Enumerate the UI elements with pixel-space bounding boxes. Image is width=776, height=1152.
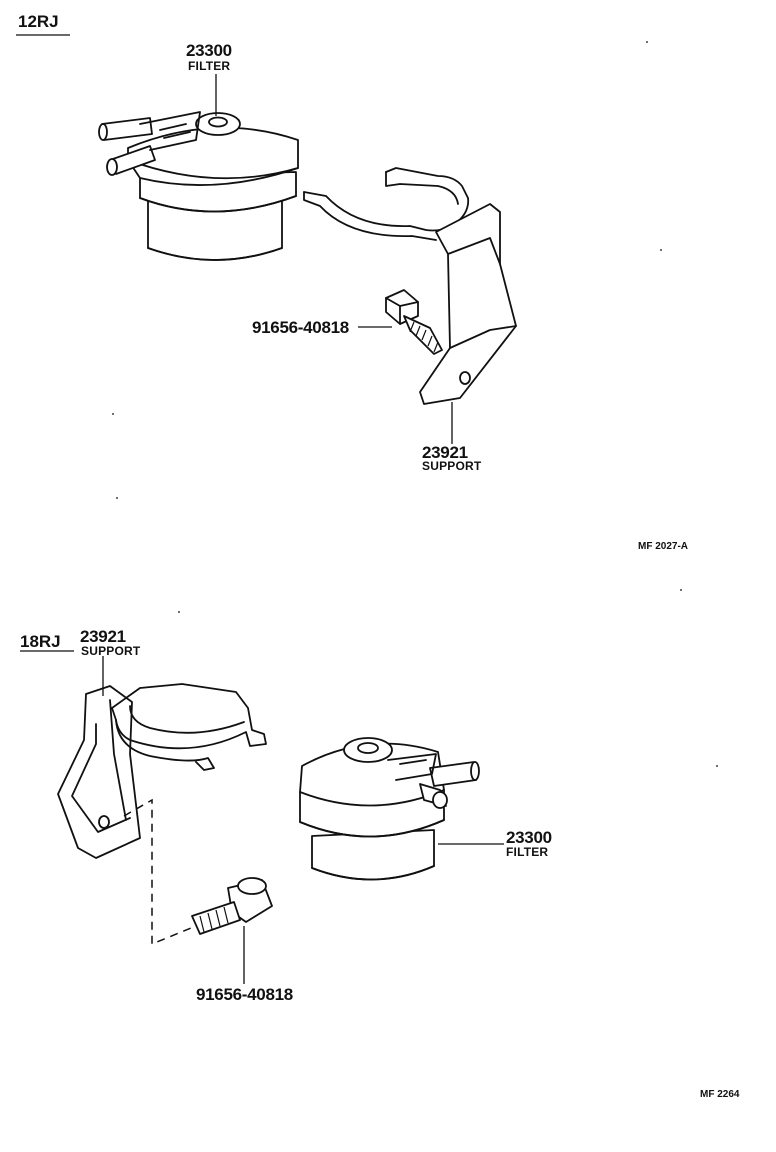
part-name-support-12rj: SUPPORT [422, 459, 482, 473]
part-number-bolt-18rj: 91656-40818 [196, 985, 293, 1004]
part-number-support-18rj: 23921 [80, 627, 126, 646]
bolt-12rj-drawing [385, 289, 443, 355]
filter-18rj-drawing [299, 737, 480, 881]
section-label-18rj: 18RJ [20, 632, 61, 651]
bolt-18rj-drawing [191, 877, 273, 935]
part-number-support-12rj: 23921 [422, 443, 468, 462]
part-number-filter-12rj: 23300 [186, 41, 232, 60]
part-number-filter-18rj: 23300 [506, 828, 552, 847]
part-name-support-18rj: SUPPORT [81, 644, 141, 658]
ref-code-12rj: MF 2027-A [638, 541, 689, 552]
ref-code-18rj: MF 2264 [700, 1089, 740, 1100]
support-18rj-drawing [57, 683, 267, 859]
part-name-filter-12rj: FILTER [188, 59, 231, 73]
section-label-12rj: 12RJ [18, 12, 59, 31]
support-12rj-drawing [303, 167, 517, 405]
part-number-bolt-12rj: 91656-40818 [252, 318, 349, 337]
part-name-filter-18rj: FILTER [506, 845, 549, 859]
filter-12rj-drawing [98, 111, 299, 261]
